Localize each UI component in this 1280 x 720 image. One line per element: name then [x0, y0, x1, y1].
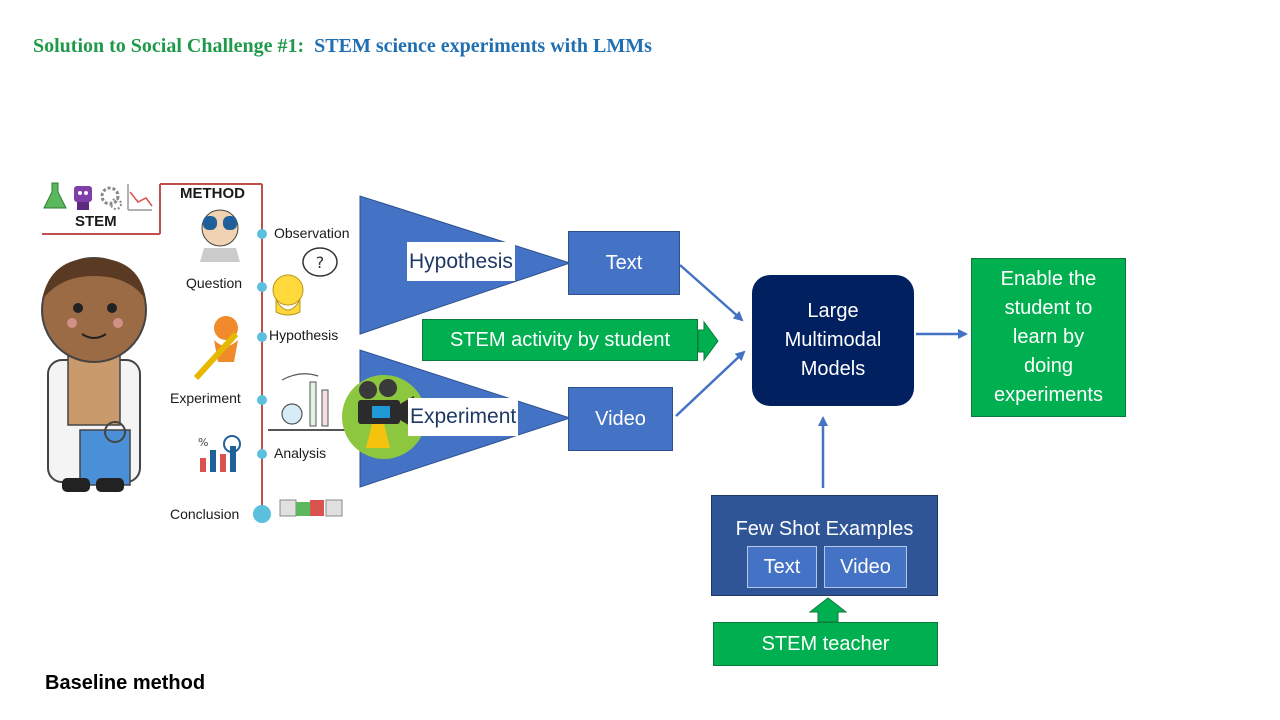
enable-box: Enable the student to learn by doing exp…: [971, 258, 1126, 417]
timeline-dot: [257, 229, 267, 239]
analysis-chart-icon: %: [198, 435, 241, 472]
step-hypothesis: Hypothesis: [269, 327, 339, 343]
few-shot-title: Few Shot Examples: [735, 518, 914, 540]
title-part2: STEM science experiments with LMMs: [314, 35, 652, 57]
lmm-line2: Multimodal: [784, 329, 882, 351]
svg-text:%: %: [198, 436, 208, 449]
video-to-lmm-arrow: [675, 350, 746, 417]
timeline-dot: [257, 449, 267, 459]
step-analysis: Analysis: [274, 445, 327, 461]
step-conclusion: Conclusion: [170, 506, 240, 522]
stem-teacher-box: STEM teacher: [713, 622, 938, 666]
few-shot-text-box: Text: [747, 546, 817, 588]
method-title: METHOD: [180, 185, 245, 202]
enable-line1: Enable the: [1000, 268, 1097, 290]
video-camera-icon: [342, 375, 426, 459]
stem-activity-box: STEM activity by student: [422, 319, 698, 361]
svg-text:?: ?: [316, 253, 325, 272]
thinking-person-icon: ?: [272, 247, 338, 316]
enable-line5: experiments: [994, 384, 1103, 406]
lmm-box: Large Multimodal Models: [752, 275, 914, 406]
step-question: Question: [186, 275, 243, 291]
timeline-dot: [257, 395, 267, 405]
stem-flask-icon: [43, 182, 67, 209]
enable-line3: learn by: [1012, 326, 1085, 348]
pencil-person-icon: [193, 316, 239, 381]
lmm-line1: Large: [807, 300, 859, 322]
few-shot-box: Few Shot Examples Text Video: [711, 495, 938, 596]
puzzle-people-icon: [279, 499, 343, 517]
lab-equipment-icon: [268, 373, 350, 431]
hypothesis-funnel-label: Hypothesis: [407, 242, 515, 281]
timeline-dot: [253, 505, 271, 523]
step-experiment: Experiment: [170, 390, 241, 406]
binoculars-person-icon: [200, 209, 240, 262]
method-timeline: [253, 184, 271, 523]
robot-icon: [74, 186, 92, 210]
text-box: Text: [568, 231, 680, 295]
baseline-method-label: Baseline method: [45, 672, 206, 694]
experiment-funnel-label: Experiment: [408, 398, 519, 436]
scientist-icon: [41, 257, 147, 492]
gears-icon: [100, 186, 122, 210]
video-box: Video: [568, 387, 673, 451]
teacher-up-arrow: [808, 597, 848, 623]
page-title: Solution to Social Challenge #1: STEM sc…: [33, 35, 652, 58]
enable-line2: student to: [1004, 297, 1093, 319]
timeline-dot: [257, 332, 267, 342]
stem-bracket: [42, 183, 262, 235]
title-part1: Solution to Social Challenge #1:: [33, 35, 305, 57]
enable-line4: doing: [1024, 355, 1073, 377]
few-shot-video-box: Video: [824, 546, 907, 588]
text-to-lmm-arrow: [679, 264, 744, 322]
activity-arrow: [697, 320, 719, 362]
chart-icon: [127, 184, 153, 211]
stem-label: STEM: [75, 213, 117, 230]
step-observation: Observation: [274, 225, 350, 241]
lmm-line3: Models: [800, 358, 866, 380]
timeline-dot: [257, 282, 267, 292]
